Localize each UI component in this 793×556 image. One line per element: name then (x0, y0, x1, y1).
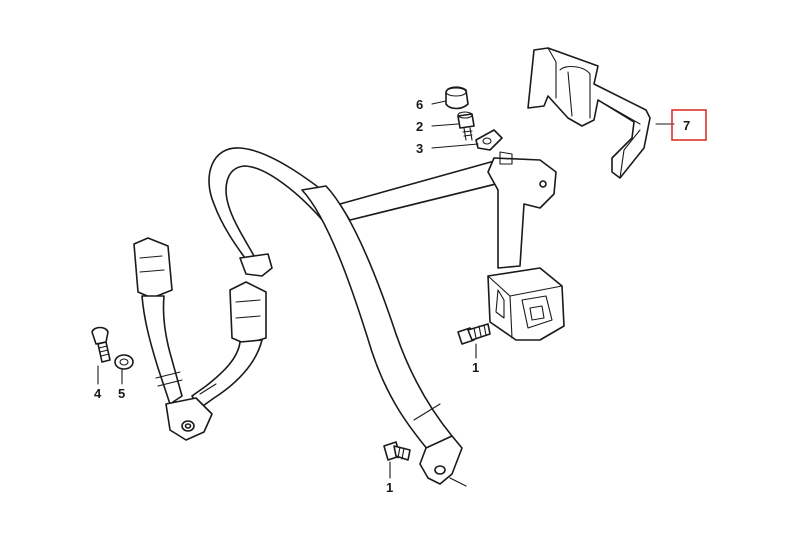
callout-6[interactable]: 6 (416, 97, 423, 112)
callout-3[interactable]: 3 (416, 141, 423, 156)
leader-lines (97, 100, 675, 479)
callout-7-highlight-box (671, 109, 707, 141)
part-1-lower-bolt[interactable] (383, 441, 411, 461)
belt-retractor[interactable] (487, 151, 565, 341)
part-5-washer[interactable] (114, 354, 134, 370)
part-2-bolt[interactable] (457, 111, 475, 141)
part-4-bolt[interactable] (91, 326, 111, 363)
callout-5[interactable]: 5 (118, 386, 125, 401)
part-6-cap[interactable] (445, 86, 469, 110)
lower-anchor-plate[interactable] (419, 435, 467, 487)
callout-4[interactable]: 4 (94, 386, 102, 401)
part-1-retractor-bolt[interactable] (457, 323, 491, 345)
part-3-bracket[interactable] (475, 129, 503, 151)
callout-2[interactable]: 2 (416, 119, 423, 134)
callout-1-lower[interactable]: 1 (386, 480, 393, 495)
callout-7[interactable]: 7 (683, 118, 690, 133)
part-7-cover[interactable] (527, 47, 651, 179)
lap-belt-strap[interactable] (301, 185, 453, 451)
callout-1-retractor[interactable]: 1 (472, 360, 479, 375)
buckle-assembly[interactable] (133, 237, 267, 441)
